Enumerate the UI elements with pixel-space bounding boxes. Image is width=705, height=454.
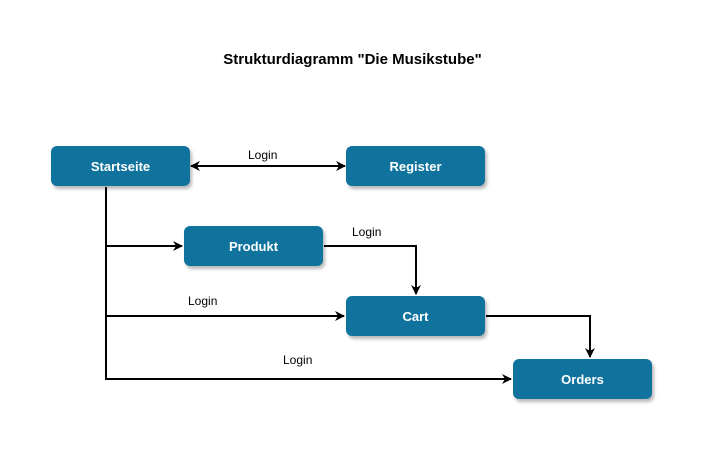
diagram-title: Strukturdiagramm "Die Musikstube": [223, 51, 482, 68]
node-orders[interactable]: Orders: [513, 359, 652, 399]
edge-label-startseite-register: Login: [248, 148, 278, 162]
edge-produkt-cart: [324, 245, 421, 295]
edge-label-startseite-orders: Login: [283, 353, 313, 367]
node-produkt[interactable]: Produkt: [184, 226, 323, 266]
node-cart[interactable]: Cart: [346, 296, 485, 336]
node-register[interactable]: Register: [346, 146, 485, 186]
node-startseite[interactable]: Startseite: [51, 146, 190, 186]
edge-label-produkt-cart: Login: [352, 225, 382, 239]
edge-cart-orders: [486, 315, 595, 358]
edge-label-startseite-cart: Login: [188, 294, 218, 308]
